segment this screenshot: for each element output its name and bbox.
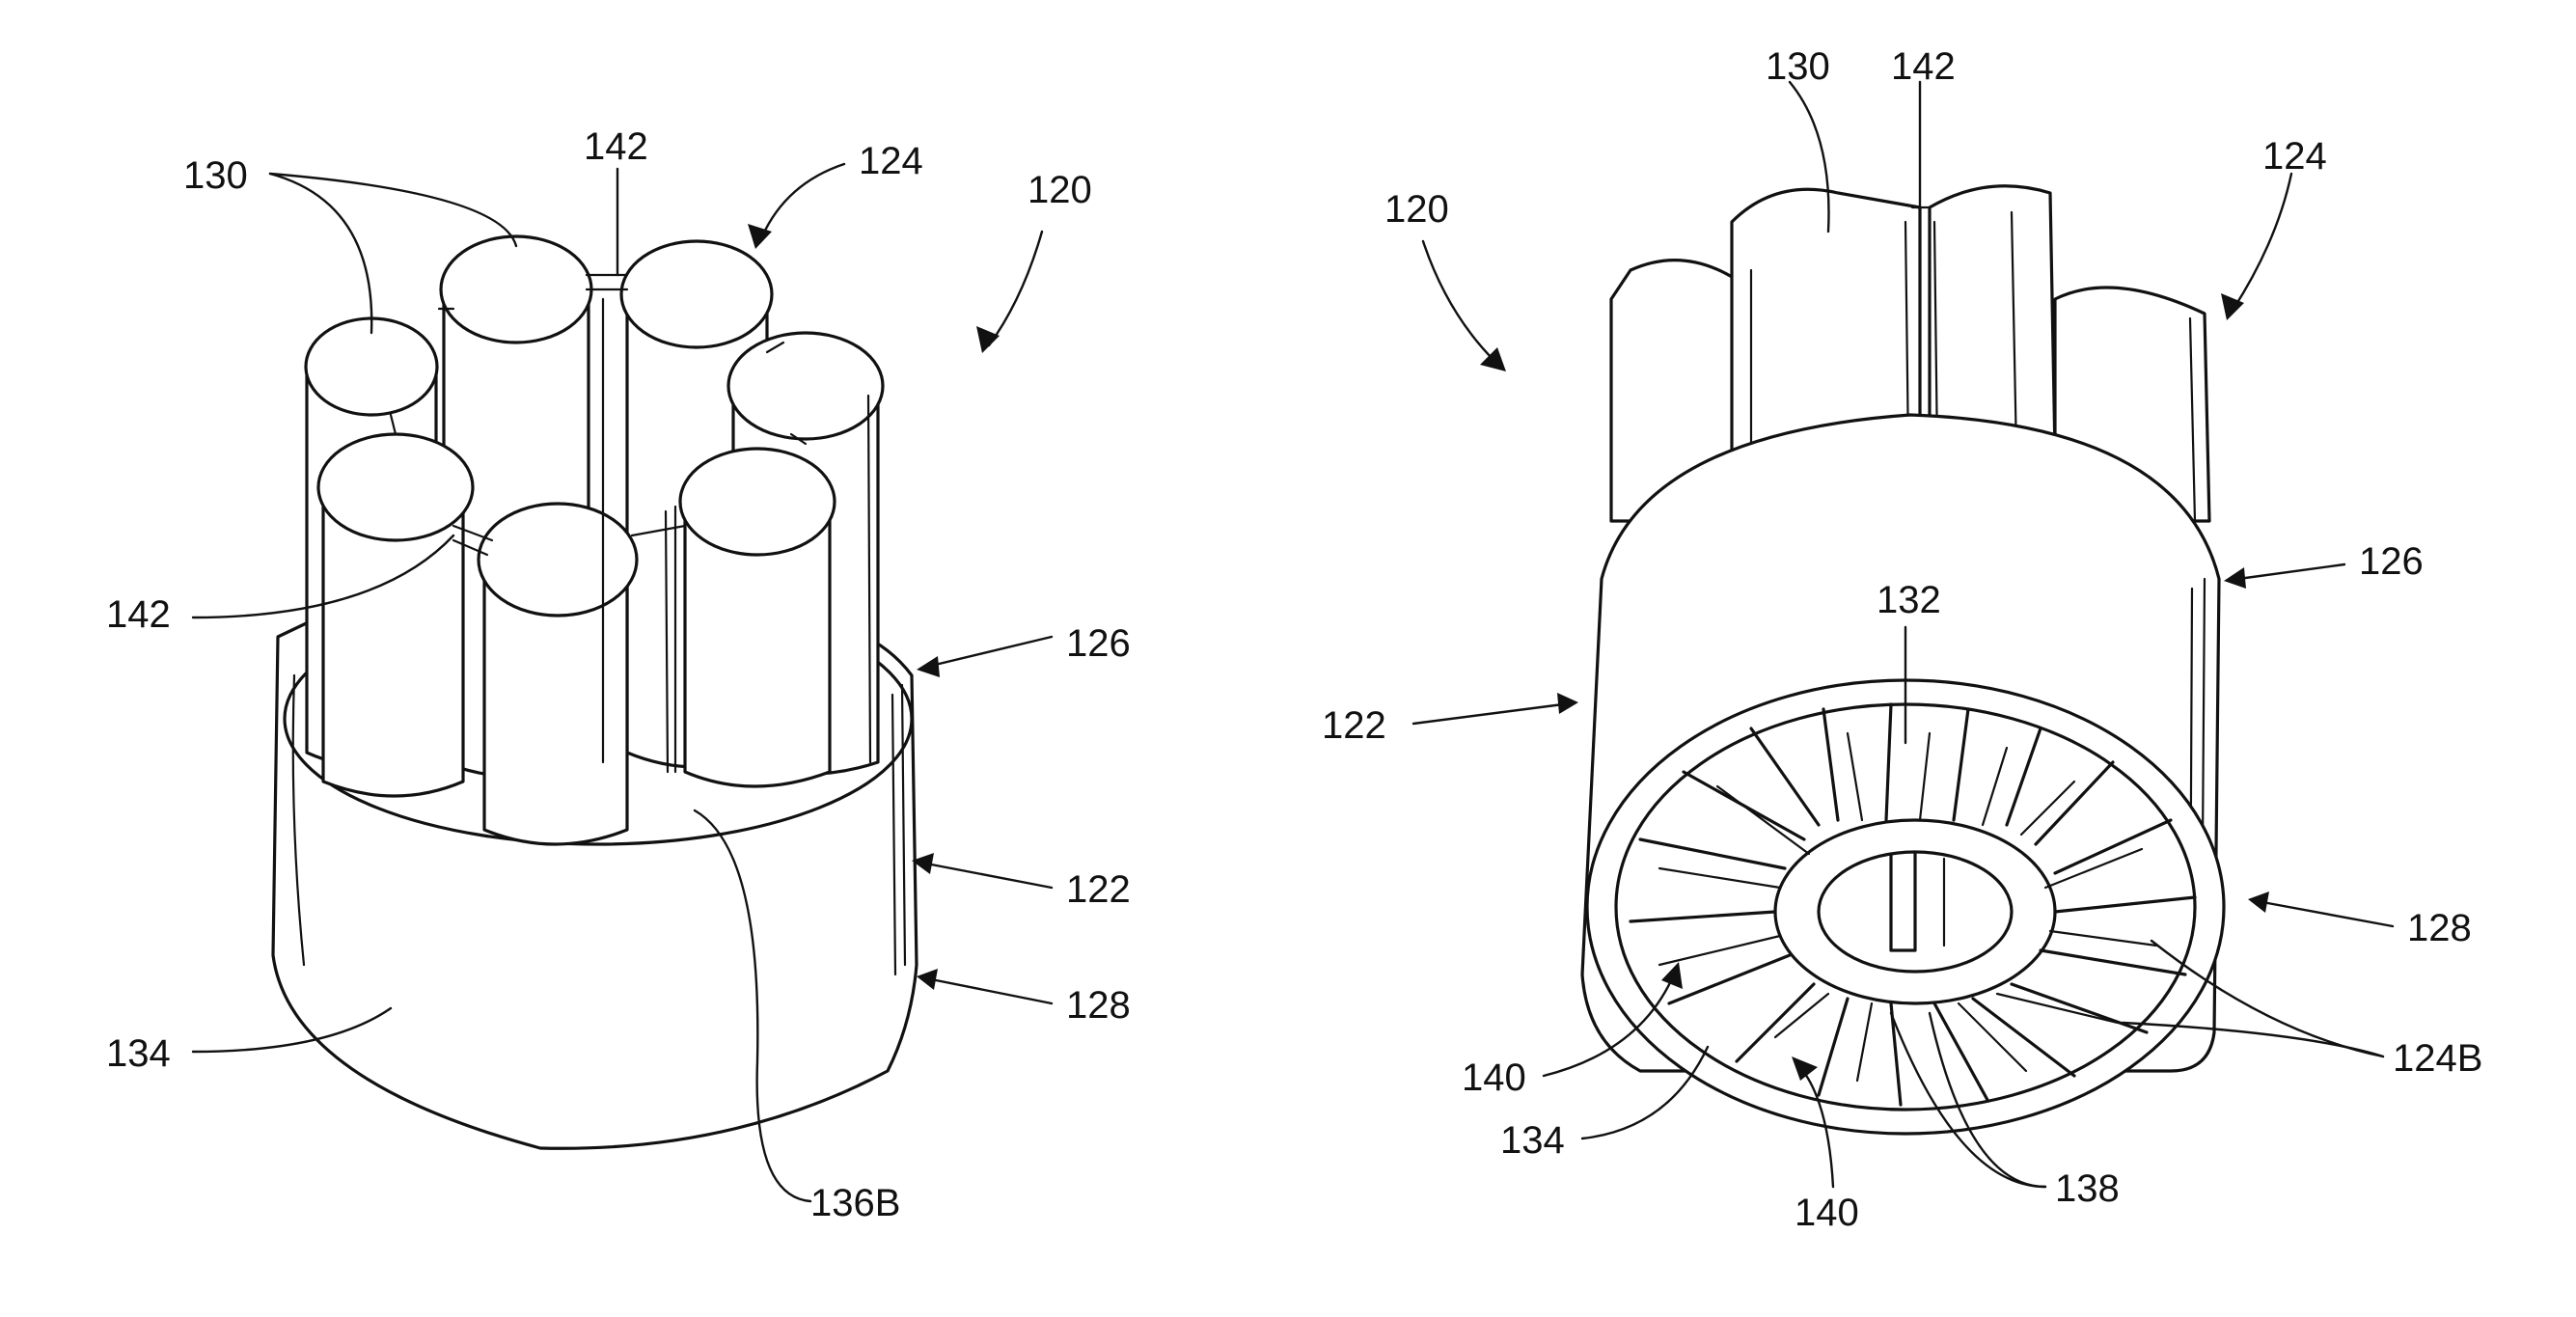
label-130: 130 xyxy=(183,154,248,197)
cylinder-top xyxy=(479,504,637,616)
label-138: 138 xyxy=(2055,1167,2120,1210)
cylinder-top xyxy=(680,449,835,555)
label-136b: 136B xyxy=(810,1182,900,1224)
label-124b: 124B xyxy=(2393,1037,2482,1080)
label-140-bottom: 140 xyxy=(1795,1192,1859,1234)
front-face-right xyxy=(1587,680,2224,1134)
cylinder-group-left xyxy=(306,236,883,844)
cylinder-top xyxy=(621,241,772,347)
label-128: 128 xyxy=(2407,907,2472,949)
label-124: 124 xyxy=(859,140,923,182)
label-142-left: 142 xyxy=(106,593,171,636)
label-142: 142 xyxy=(1891,45,1956,88)
label-130: 130 xyxy=(1766,45,1830,88)
label-124: 124 xyxy=(2262,135,2327,178)
cylinder-top xyxy=(728,333,883,439)
figure-left: 130 142 124 120 142 126 122 128 134 136B xyxy=(106,125,1131,1224)
label-122: 122 xyxy=(1322,704,1386,747)
figure-right: 130 142 124 120 126 132 122 128 124B 140… xyxy=(1322,45,2482,1234)
label-142-top: 142 xyxy=(584,125,648,168)
label-126: 126 xyxy=(2359,540,2424,583)
label-134: 134 xyxy=(1500,1119,1565,1162)
label-120: 120 xyxy=(1028,169,1092,211)
label-132: 132 xyxy=(1877,579,1941,621)
label-122: 122 xyxy=(1066,868,1131,911)
label-128: 128 xyxy=(1066,984,1131,1027)
label-134: 134 xyxy=(106,1032,171,1075)
cylinder-top xyxy=(318,434,473,540)
label-126: 126 xyxy=(1066,622,1131,665)
label-120: 120 xyxy=(1384,188,1449,231)
cylinder-top xyxy=(441,236,591,343)
label-140-left: 140 xyxy=(1462,1056,1526,1099)
